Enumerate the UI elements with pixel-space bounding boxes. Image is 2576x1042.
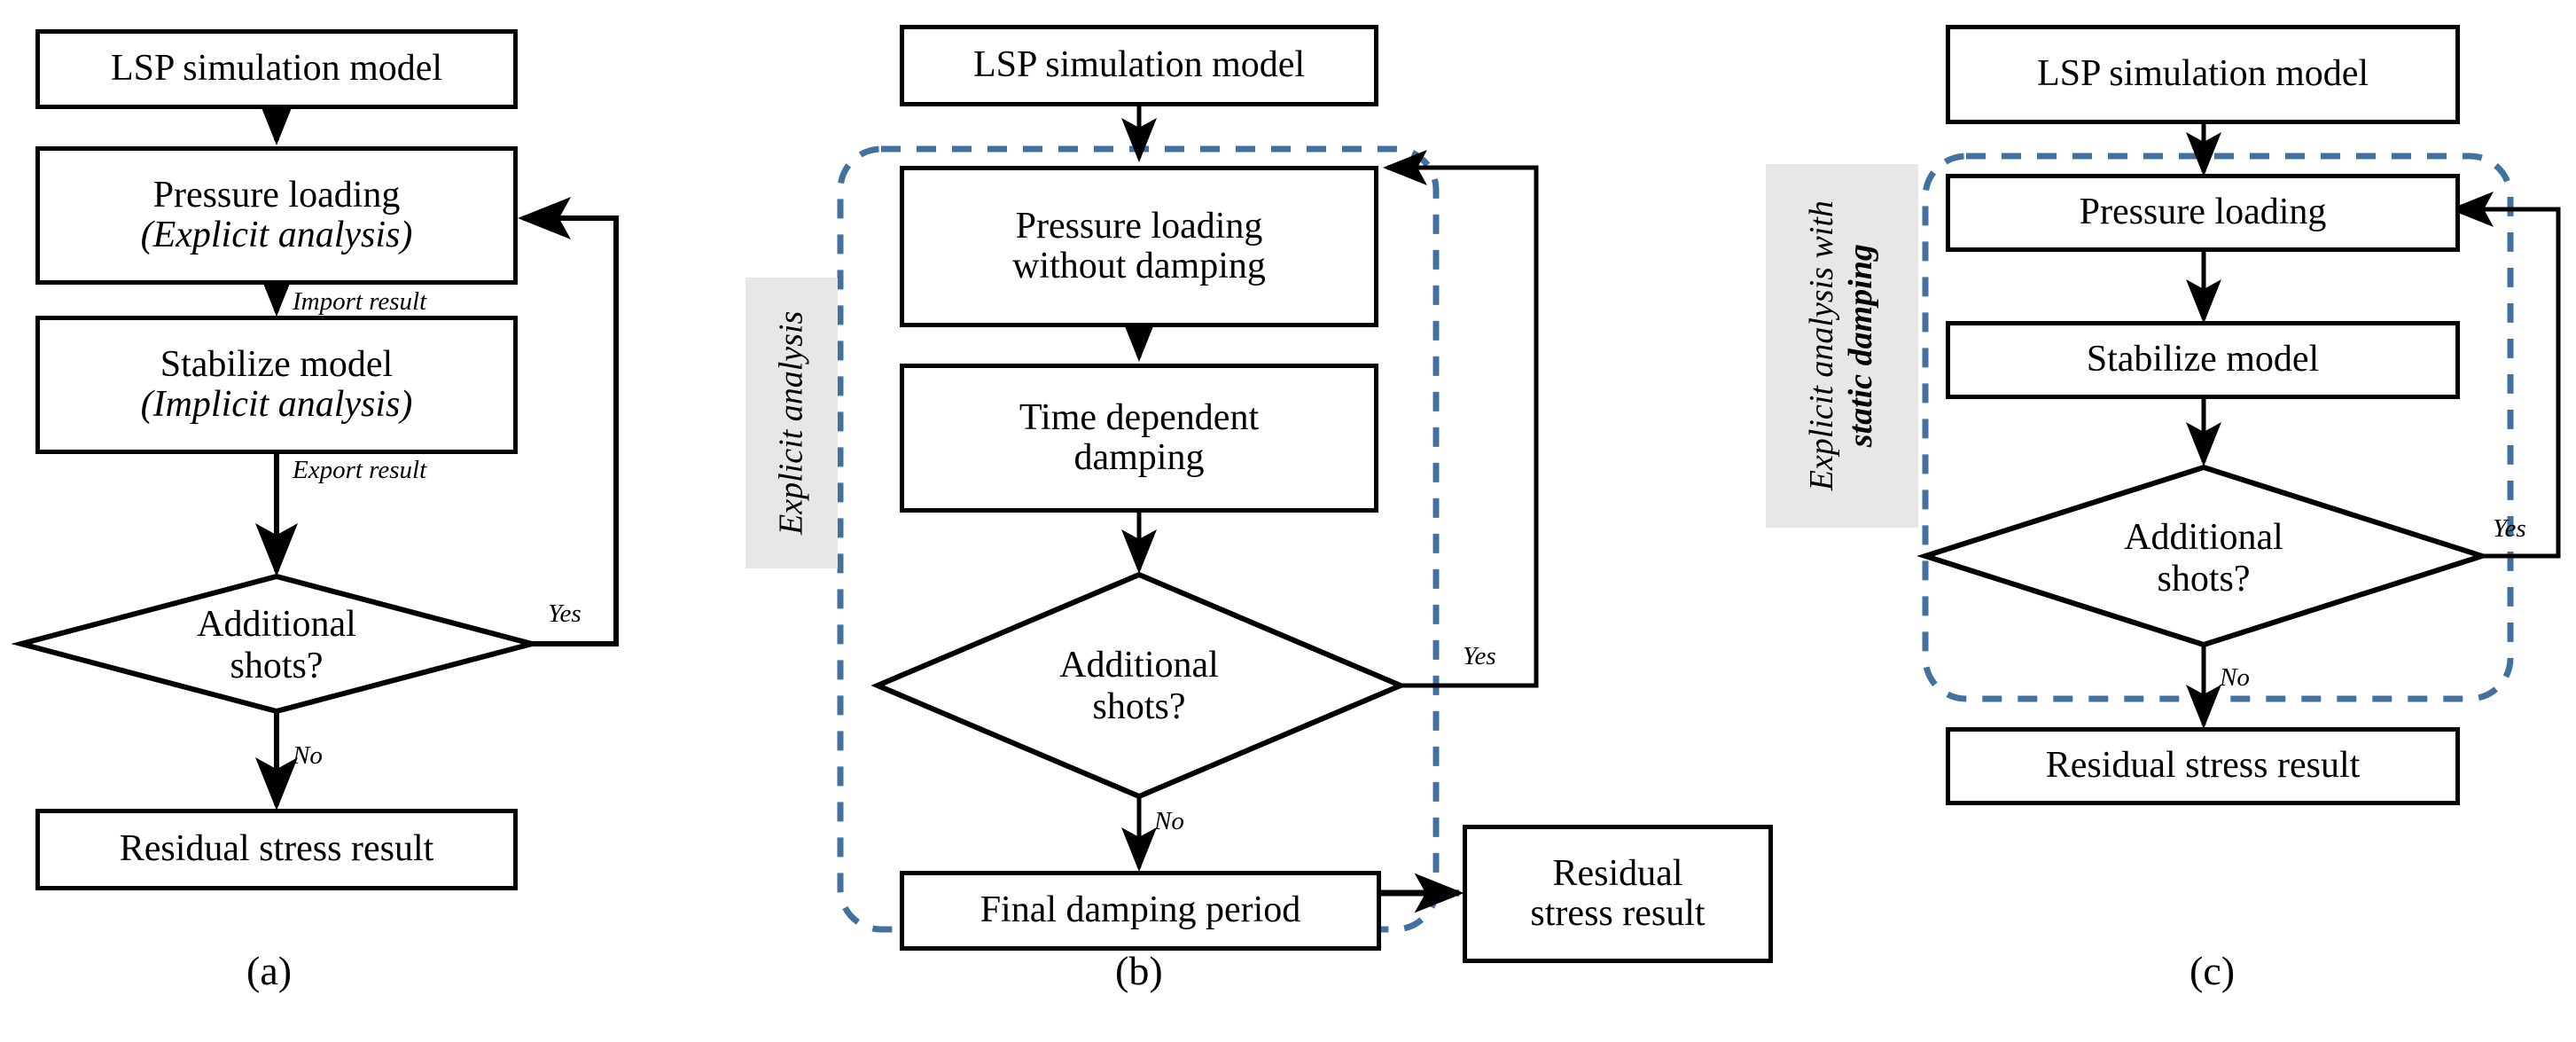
node-b-damping-line2: damping: [1073, 437, 1205, 478]
edge-label-a-export-result: Export result: [293, 458, 426, 483]
edge-label-c-yes-text: Yes: [2493, 514, 2526, 543]
edge-label-a-no-text: No: [293, 741, 323, 770]
edge-label-a-yes: Yes: [548, 601, 582, 627]
edge-label-b-no-text: No: [1154, 807, 1184, 835]
group-label-c-line1: Explicit analysis with: [1803, 200, 1841, 491]
edge-label-b-no: No: [1154, 809, 1184, 834]
node-c-lsp-line1: LSP simulation model: [2036, 53, 2369, 95]
node-b-time-dependent-damping[interactable]: Time dependent damping: [900, 364, 1378, 513]
node-b-result-line2: stress result: [1530, 893, 1706, 934]
caption-b: (b): [1115, 947, 1163, 994]
edge-label-c-no-text: No: [2220, 663, 2250, 692]
node-a-pressure-line2: (Explicit analysis): [140, 215, 413, 255]
edge-label-a-no: No: [293, 743, 323, 769]
node-b-damping-line1: Time dependent: [1019, 396, 1260, 438]
node-c-residual-stress-result[interactable]: Residual stress result: [1946, 727, 2460, 805]
node-c-stabilize-line1: Stabilize model: [2086, 339, 2320, 380]
node-b-residual-stress-result[interactable]: Residual stress result: [1463, 825, 1773, 963]
decision-shape-a: [11, 573, 543, 715]
node-a-result-line1: Residual stress result: [119, 828, 434, 870]
caption-c: (c): [2190, 947, 2235, 994]
caption-b-text: (b): [1115, 948, 1163, 993]
edge-label-b-yes-text: Yes: [1463, 642, 1496, 670]
node-c-stabilize-model[interactable]: Stabilize model: [1946, 321, 2460, 399]
node-b-pressure-line2: without damping: [1012, 246, 1266, 286]
node-a-lsp-simulation-model[interactable]: LSP simulation model: [35, 29, 518, 109]
node-b-lsp-simulation-model[interactable]: LSP simulation model: [900, 25, 1378, 106]
node-a-stabilize-line1: Stabilize model: [160, 343, 394, 385]
edge-a-decision-yes-feedback: [518, 197, 619, 646]
group-label-c-text: Explicit analysis with static damping: [1803, 200, 1880, 490]
node-b-final-damping-period[interactable]: Final damping period: [900, 871, 1381, 951]
node-a-pressure-loading[interactable]: Pressure loading (Explicit analysis): [35, 146, 518, 285]
caption-a-text: (a): [246, 948, 293, 993]
node-a-lsp-line1: LSP simulation model: [110, 48, 443, 90]
node-c-pressure-line1: Pressure loading: [2079, 192, 2327, 233]
group-label-b-text: Explicit analysis: [772, 310, 810, 536]
edge-label-a-export-result-text: Export result: [293, 456, 427, 484]
node-a-residual-stress-result[interactable]: Residual stress result: [35, 809, 518, 890]
edge-b-decision-yes-feedback: [1383, 150, 1539, 688]
node-c-lsp-simulation-model[interactable]: LSP simulation model: [1946, 25, 2460, 124]
node-b-pressure-line1: Pressure loading: [1015, 205, 1263, 247]
edge-label-c-yes: Yes: [2493, 516, 2526, 542]
node-b-lsp-line1: LSP simulation model: [972, 44, 1306, 86]
node-a-stabilize-line2: (Implicit analysis): [140, 384, 413, 425]
caption-c-text: (c): [2190, 948, 2236, 993]
edge-label-a-yes-text: Yes: [548, 599, 582, 628]
node-b-pressure-loading-without-damping[interactable]: Pressure loading without damping: [900, 166, 1378, 327]
group-label-c-line2: static damping: [1842, 244, 1880, 448]
edge-label-c-no: No: [2220, 665, 2250, 691]
node-b-final-line1: Final damping period: [980, 889, 1301, 931]
edge-label-a-import-result-text: Import result: [293, 287, 427, 316]
edge-label-a-import-result: Import result: [293, 289, 426, 315]
edge-label-b-yes: Yes: [1463, 644, 1496, 670]
edge-c-decision-yes-feedback: [2449, 192, 2561, 559]
node-c-result-line1: Residual stress result: [2045, 745, 2361, 787]
node-c-pressure-loading[interactable]: Pressure loading: [1946, 174, 2460, 252]
group-label-b-explicit-analysis: Explicit analysis: [745, 278, 838, 568]
node-a-pressure-line1: Pressure loading: [152, 174, 401, 215]
node-b-result-line1: Residual: [1552, 852, 1683, 894]
group-label-c-explicit-analysis-static-damping: Explicit analysis with static damping: [1766, 164, 1918, 528]
node-a-stabilize-model[interactable]: Stabilize model (Implicit analysis): [35, 316, 518, 454]
decision-shape-b: [870, 571, 1408, 800]
caption-a: (a): [246, 947, 292, 994]
decision-shape-c: [1916, 464, 2491, 648]
